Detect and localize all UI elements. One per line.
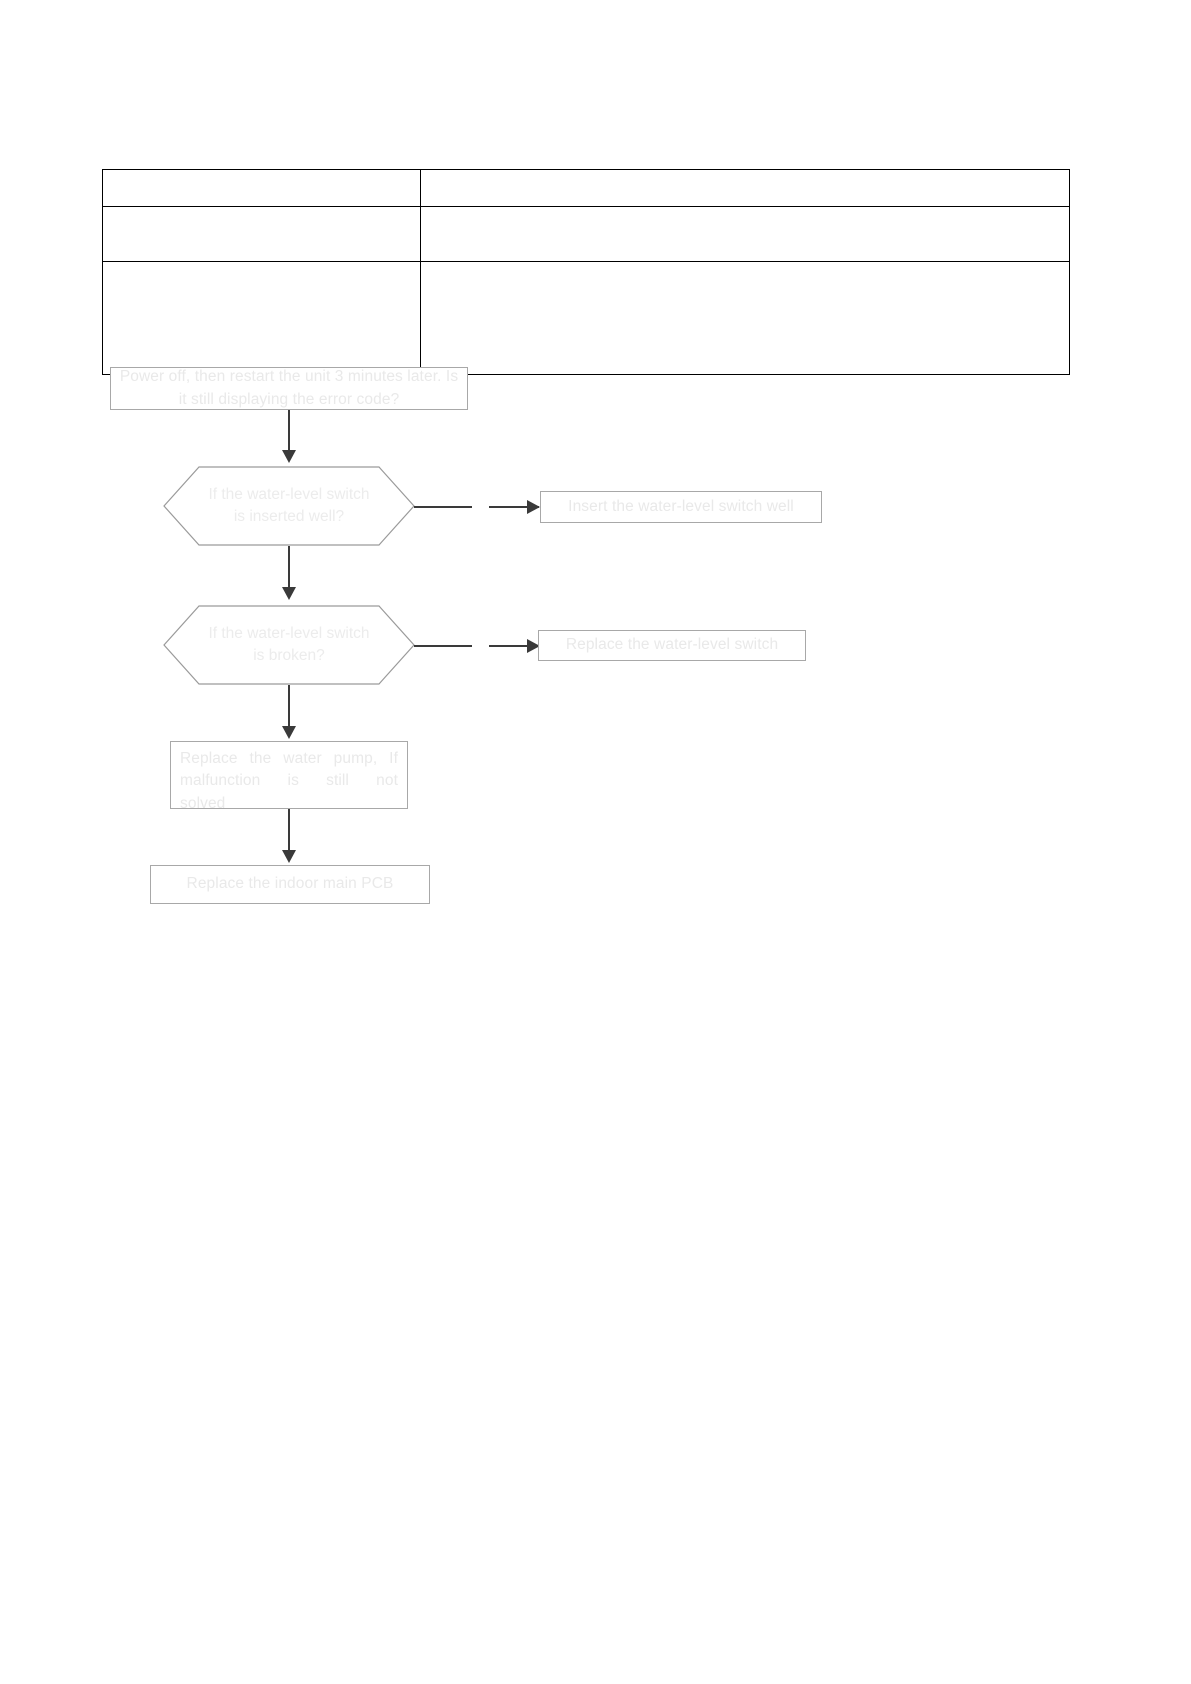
table-row bbox=[102, 169, 1070, 207]
flow-node-decision-2-label: If the water-level switch is broken? bbox=[163, 605, 415, 685]
connector-action-3-to-action-4 bbox=[288, 809, 290, 852]
flow-node-action-insert-switch: Insert the water-level switch well bbox=[540, 491, 822, 523]
decision-2-line2: is broken? bbox=[253, 647, 325, 664]
arrowhead-down-action-3 bbox=[282, 726, 296, 739]
connector-decision-2-yes-stub bbox=[414, 645, 472, 647]
connector-decision-1-yes-stub bbox=[414, 506, 472, 508]
flow-node-decision-1: If the water-level switch is inserted we… bbox=[163, 466, 415, 546]
arrowhead-down-action-4 bbox=[282, 850, 296, 863]
spec-table bbox=[102, 169, 1070, 375]
table-cell-right bbox=[420, 261, 1070, 375]
action-3-line1: Replace the water pump, If bbox=[180, 750, 398, 767]
decision-2-line1: If the water-level switch bbox=[208, 624, 370, 642]
table-cell-left bbox=[102, 169, 421, 207]
flow-node-decision-1-label: If the water-level switch is inserted we… bbox=[163, 466, 415, 546]
flow-node-action-replace-pump: Replace the water pump, If malfunction i… bbox=[170, 741, 408, 812]
connector-decision-1-yes bbox=[489, 506, 539, 508]
connector-decision-2-yes bbox=[489, 645, 539, 647]
table-cell-left bbox=[102, 261, 421, 375]
flow-node-action-replace-switch: Replace the water-level switch bbox=[538, 630, 806, 661]
table-row bbox=[102, 261, 1070, 375]
arrowhead-right-action-1 bbox=[527, 500, 540, 514]
flow-node-decision-2: If the water-level switch is broken? bbox=[163, 605, 415, 685]
hexagon-shape-1 bbox=[163, 466, 415, 546]
table-cell-left bbox=[102, 206, 421, 262]
decision-1-line1: If the water-level switch bbox=[208, 485, 370, 503]
connector-decision-2-to-action-3 bbox=[288, 685, 290, 727]
table-cell-right bbox=[420, 206, 1070, 262]
arrowhead-right-action-2 bbox=[527, 639, 540, 653]
arrowhead-down-decision-2 bbox=[282, 587, 296, 600]
hexagon-shape-2 bbox=[163, 605, 415, 685]
action-3-line3: solved bbox=[180, 794, 226, 812]
decision-1-line2: is inserted well? bbox=[233, 508, 345, 525]
arrowhead-down-decision-1 bbox=[282, 450, 296, 463]
connector-start-to-decision-1 bbox=[288, 410, 290, 452]
action-3-line2: malfunction is still not bbox=[180, 772, 398, 790]
connector-decision-1-to-decision-2 bbox=[288, 546, 290, 588]
table-row bbox=[102, 206, 1070, 262]
flow-node-action-replace-pcb: Replace the indoor main PCB bbox=[150, 865, 430, 904]
table-cell-right bbox=[420, 169, 1070, 207]
